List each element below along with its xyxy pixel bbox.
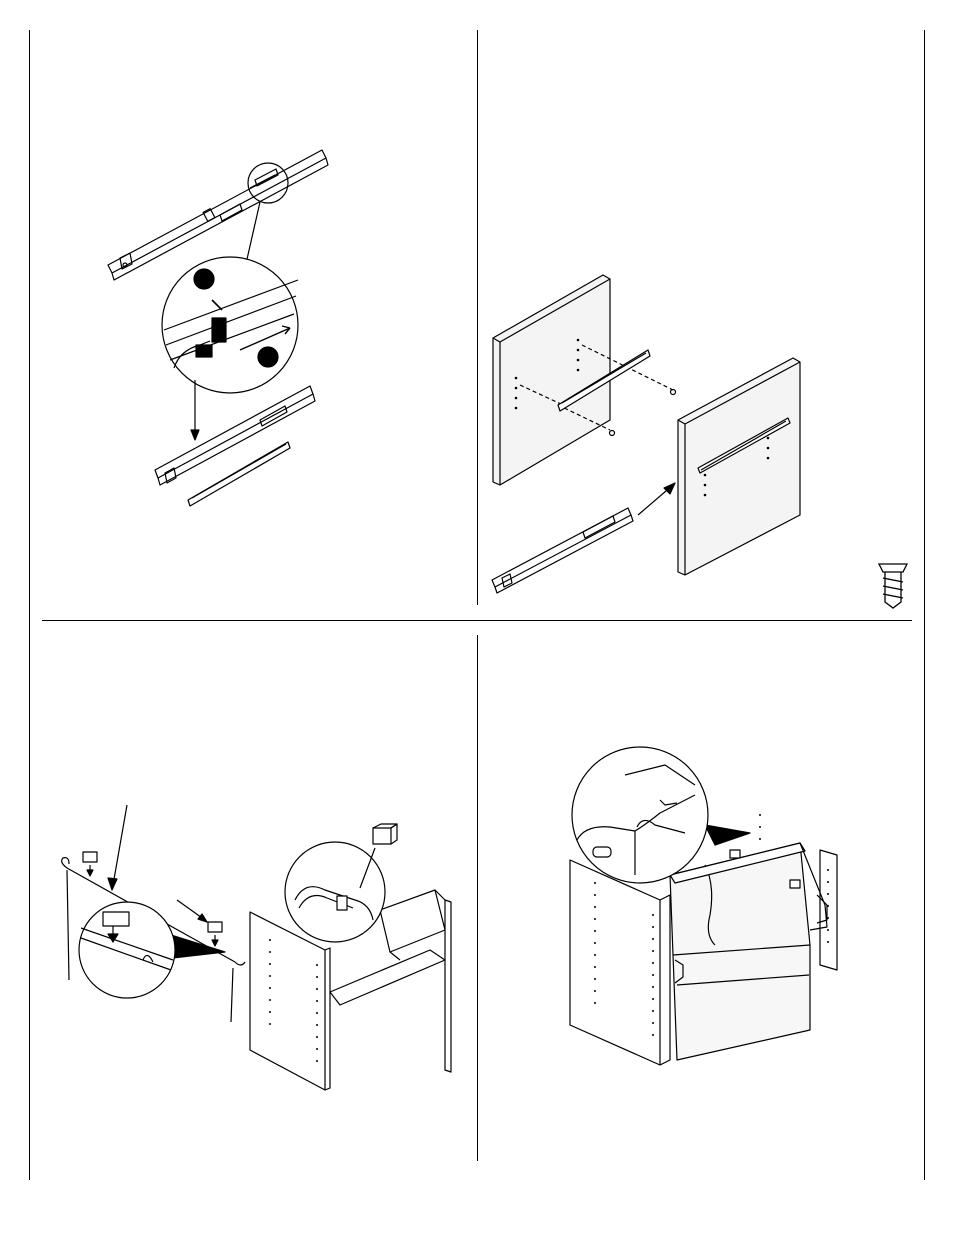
bottom-column-divider — [477, 635, 478, 1161]
step-rail-mounting-panel — [488, 270, 918, 610]
top-column-divider — [477, 30, 478, 605]
step-bag-installation-panel — [565, 755, 845, 1075]
cabinet-icon — [565, 755, 845, 1075]
step-rail-separation-panel — [100, 140, 340, 510]
screw-panel — [875, 560, 911, 610]
screw-icon — [875, 560, 911, 610]
drawer-slide-icon — [100, 140, 340, 510]
side-panel-icon — [488, 270, 918, 610]
left-margin-rule — [29, 30, 30, 1180]
hanger-bar-icon — [55, 800, 465, 1100]
right-margin-rule — [924, 30, 925, 1180]
horizontal-divider — [42, 620, 912, 621]
step-clip-attachment-panel — [55, 800, 465, 1100]
